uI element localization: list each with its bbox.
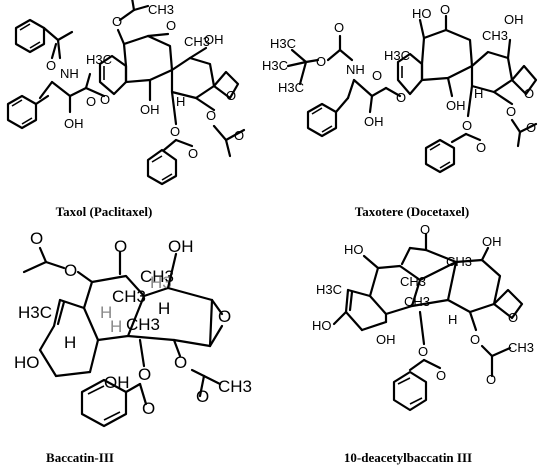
atom-label: CH3 (126, 315, 160, 334)
atom-label: O (138, 365, 151, 384)
atom-label: HO (312, 318, 332, 333)
atom-label: O (174, 353, 187, 372)
atom-label: O (506, 104, 516, 119)
atom-label: H3C (384, 48, 410, 63)
atom-label: O (470, 332, 480, 347)
atom-label: OH (364, 114, 384, 129)
taxotere-structure: H3C H3C H3C O O NH OH O O H3C HO O OH (262, 2, 538, 174)
atom-label: O (46, 58, 56, 73)
atom-label: O (316, 54, 326, 69)
atom-label: OH (376, 332, 396, 347)
atom-label: NH (60, 66, 79, 81)
atom-label: CH3 (140, 267, 174, 286)
atom-label: O (196, 387, 209, 406)
atom-label: O (334, 20, 344, 35)
atom-label: H3C (262, 58, 288, 73)
atom-label: O (440, 2, 450, 17)
atom-label: OH (504, 12, 524, 27)
atom-label: O (436, 368, 446, 383)
atom-label: O (396, 90, 406, 105)
atom-label: H (110, 317, 122, 336)
atom-label: O (142, 399, 155, 418)
atom-label: O (508, 310, 518, 325)
atom-label: CH3 (184, 34, 210, 49)
atom-label: H (64, 333, 76, 352)
atom-label: H (100, 303, 112, 322)
10-deacetylbaccatin-iii-structure: HO O H3C HO OH CH3 CH3 CH3 OH O H O O (312, 222, 534, 412)
atom-label: O (486, 372, 496, 387)
caption-baccatin-iii: Baccatin-III (46, 450, 114, 465)
atom-label: CH3 (400, 274, 426, 289)
atom-label: H3C (278, 80, 304, 95)
atom-label: O (218, 307, 231, 326)
atom-label: CH3 (112, 287, 146, 306)
atom-label: H3C (316, 282, 342, 297)
atom-label: O (234, 128, 244, 143)
atom-label: O (462, 118, 472, 133)
caption-10-deacetylbaccatin-iii: 10-deacetylbaccatin III (344, 450, 472, 465)
atom-label: O (526, 120, 536, 135)
atom-label: OH (64, 116, 84, 131)
atom-label: O (226, 88, 236, 103)
atom-label: O (100, 92, 110, 107)
atom-label: CH3 (404, 294, 430, 309)
atom-label: HO (344, 242, 364, 257)
baccatin-iii-structure: O O O H3C HO H OH H H CH3 CH3 CH3 H3 OH … (14, 229, 252, 428)
atom-label: H3C (18, 303, 52, 322)
atom-label: O (30, 229, 43, 248)
atom-label: OH (168, 237, 194, 256)
caption-taxotere: Taxotere (Docetaxel) (355, 204, 469, 219)
atom-label: HO (412, 6, 432, 21)
atom-label: H (448, 312, 457, 327)
atom-label: O (420, 222, 430, 237)
atom-label: O (418, 344, 428, 359)
atom-label: OH (140, 102, 160, 117)
atom-label: O (476, 140, 486, 155)
atom-label: O (112, 14, 122, 29)
atom-label: O (64, 261, 77, 280)
taxol-structure: O NH OH O O H3C O CH3 O OH CH3 OH (6, 0, 246, 186)
atom-label: H3C (270, 36, 296, 51)
caption-taxol: Taxol (Paclitaxel) (56, 204, 153, 219)
atom-label: OH (446, 98, 466, 113)
atom-label: O (114, 237, 127, 256)
atom-label: OH (104, 373, 130, 392)
atom-label: CH3 (218, 377, 252, 396)
atom-label: OH (482, 234, 502, 249)
atom-label: OH (204, 32, 224, 47)
atom-label: HO (14, 353, 40, 372)
atom-label: H (176, 94, 185, 109)
atom-label: H3C (86, 52, 112, 67)
atom-label: H (158, 299, 170, 318)
atom-label: CH3 (508, 340, 534, 355)
atom-label: O (188, 146, 198, 161)
atom-label: NH (346, 62, 365, 77)
atom-label: O (170, 124, 180, 139)
atom-label: O (166, 18, 176, 33)
atom-label: O (206, 108, 216, 123)
atom-label: O (524, 86, 534, 101)
atom-label: CH3 (482, 28, 508, 43)
atom-label: O (86, 94, 96, 109)
atom-label: CH3 (148, 2, 174, 17)
atom-label: O (372, 68, 382, 83)
atom-label: H (474, 86, 483, 101)
atom-label: H3 (150, 273, 172, 292)
